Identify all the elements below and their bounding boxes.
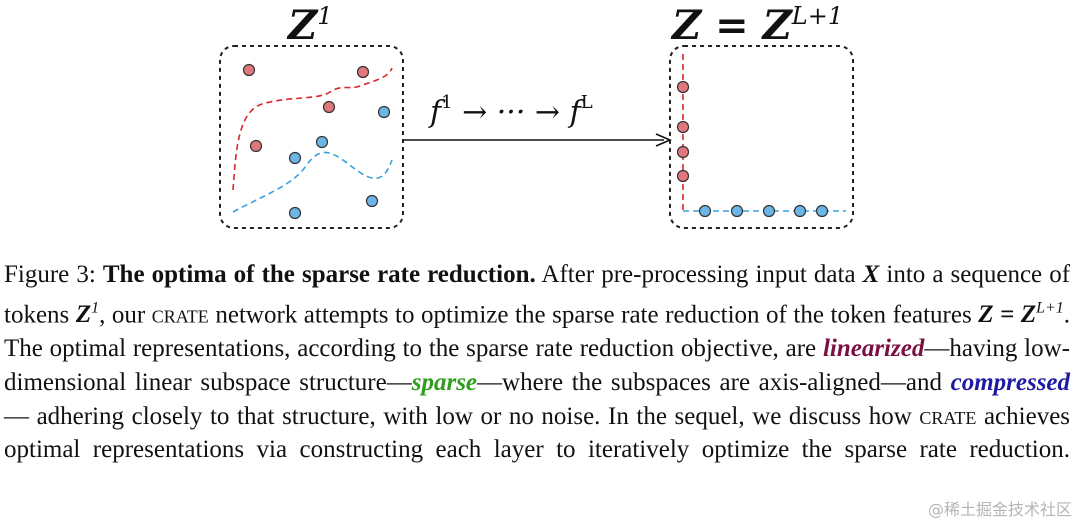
arrow-head [655, 133, 673, 147]
arrow-label: f1 → ··· → fL [430, 94, 593, 130]
caption-text: into a sequence of tokens [4, 261, 1071, 329]
blue-dashed-curve [232, 151, 393, 213]
caption-text: achieves optimal representations via con… [4, 402, 1071, 464]
red-point [322, 100, 336, 114]
math-z1: Z1 [75, 299, 100, 329]
red-point [249, 139, 263, 153]
caption-text: —where the subspaces are axis-aligned—an… [477, 368, 942, 396]
figure: Z1 Z = ZL+1 f1 → ··· → fL [0, 0, 1080, 240]
math-x: X [862, 261, 880, 288]
figure-diagram [219, 45, 854, 229]
red-point [676, 120, 690, 134]
math-zeq: Z = ZL+1 [978, 299, 1064, 329]
right-box-label: Z = ZL+1 [672, 4, 843, 46]
caption-text: , our [99, 301, 146, 329]
blue-point [288, 151, 302, 165]
caption-text: network attempts to optimize the sparse … [215, 301, 972, 329]
blue-point [730, 204, 744, 218]
blue-point [762, 204, 776, 218]
right-label-base: Z = Z [672, 2, 792, 49]
crate-name: crate [151, 301, 209, 329]
right-token-box [669, 45, 854, 229]
math-z1-base: Z [75, 301, 92, 329]
blue-point [793, 204, 807, 218]
term-linearized: linearized [822, 334, 925, 362]
left-box-label: Z1 [288, 4, 332, 46]
figure-number: Figure 3: [4, 261, 96, 288]
red-point [242, 63, 256, 77]
red-point [356, 65, 370, 79]
blue-point [365, 194, 379, 208]
blue-point [377, 105, 391, 119]
math-zeq-base: Z = Z [978, 301, 1037, 329]
left-label-sup: 1 [317, 2, 333, 30]
blue-point [815, 204, 829, 218]
f1: f [430, 95, 442, 130]
left-label-base: Z [288, 2, 318, 49]
red-point [676, 80, 690, 94]
red-dashed-curve [232, 67, 393, 191]
caption-text: After pre-processing input data [541, 261, 856, 288]
red-point [676, 169, 690, 183]
caption-title: The optima of the sparse rate reduction. [102, 261, 536, 288]
math-z1-sup: 1 [91, 299, 100, 317]
caption-text: — adhering closely to that structure, wi… [4, 402, 912, 430]
watermark: @稀土掘金技术社区 [927, 500, 1072, 519]
crate-name: crate [919, 402, 977, 430]
blue-point [288, 206, 302, 220]
red-point [676, 145, 690, 159]
term-sparse: sparse [411, 368, 478, 396]
arrow-middle: → ··· → f [452, 95, 581, 130]
term-compressed: compressed [950, 368, 1071, 396]
right-label-sup: L+1 [791, 2, 844, 30]
blue-point [315, 135, 329, 149]
caption-text: —having low-dimensional linear subspace … [4, 334, 1071, 396]
math-zeq-sup: L+1 [1036, 299, 1064, 317]
figure-caption: Figure 3: The optima of the sparse rate … [4, 258, 1070, 467]
f1-sup: 1 [441, 92, 453, 113]
blue-point [698, 204, 712, 218]
fL-sup: L [580, 92, 593, 113]
caption-text: . The optimal representations, according… [4, 301, 1071, 362]
